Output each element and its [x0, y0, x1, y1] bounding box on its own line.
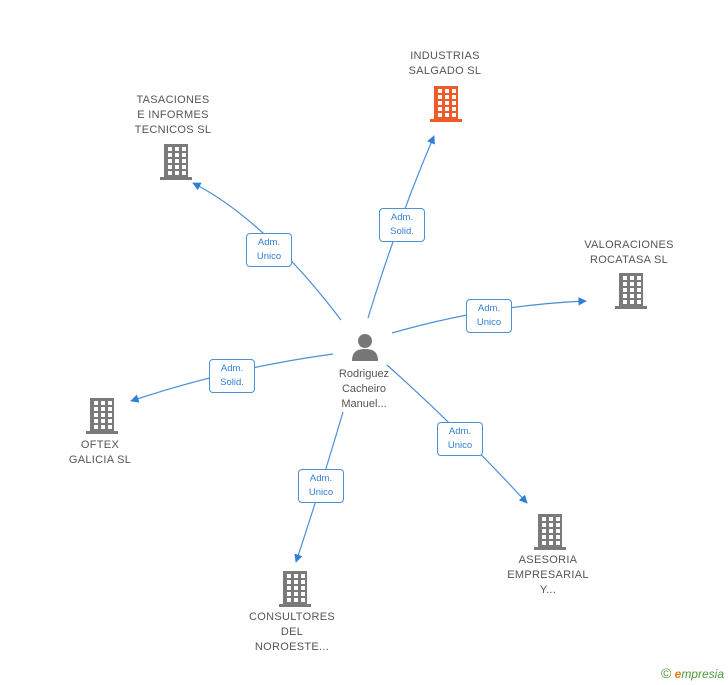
person-icon[interactable]: [350, 332, 380, 362]
brand-name: mpresia: [681, 667, 724, 681]
building-icon-tasaciones[interactable]: [160, 144, 192, 180]
edge-label-valoraciones: Adm. Unico: [466, 299, 512, 333]
edge-label-industrias: Adm. Solid.: [379, 208, 425, 242]
company-label-industrias[interactable]: INDUSTRIAS SALGADO SL: [408, 50, 482, 77]
company-label-oftex[interactable]: OFTEX GALICIA SL: [68, 439, 132, 466]
company-label-asesoria[interactable]: ASESORIA EMPRESARIAL Y...: [507, 554, 589, 596]
copyright-icon: ©: [660, 665, 672, 681]
company-label-valoraciones[interactable]: VALORACIONES ROCATASA SL: [584, 239, 674, 266]
edge-label-consultores: Adm. Unico: [298, 469, 344, 503]
edge-label-oftex: Adm. Solid.: [209, 359, 255, 393]
edge-label-tasaciones: Adm. Unico: [246, 233, 292, 267]
person-label[interactable]: Rodriguez Cacheiro Manuel...: [338, 368, 390, 410]
company-label-tasaciones[interactable]: TASACIONES E INFORMES TECNICOS SL: [134, 94, 212, 136]
brand-initial: e: [674, 667, 682, 681]
company-label-consultores[interactable]: CONSULTORES DEL NOROESTE...: [248, 611, 336, 653]
footer-brand: © empresia: [661, 665, 724, 681]
building-icon-industrias[interactable]: [430, 86, 462, 122]
building-icon-consultores[interactable]: [279, 571, 311, 607]
building-icon-oftex[interactable]: [86, 398, 118, 434]
building-icon-valoraciones[interactable]: [615, 273, 647, 309]
building-icon-asesoria[interactable]: [534, 514, 566, 550]
edge-label-asesoria: Adm. Unico: [437, 422, 483, 456]
